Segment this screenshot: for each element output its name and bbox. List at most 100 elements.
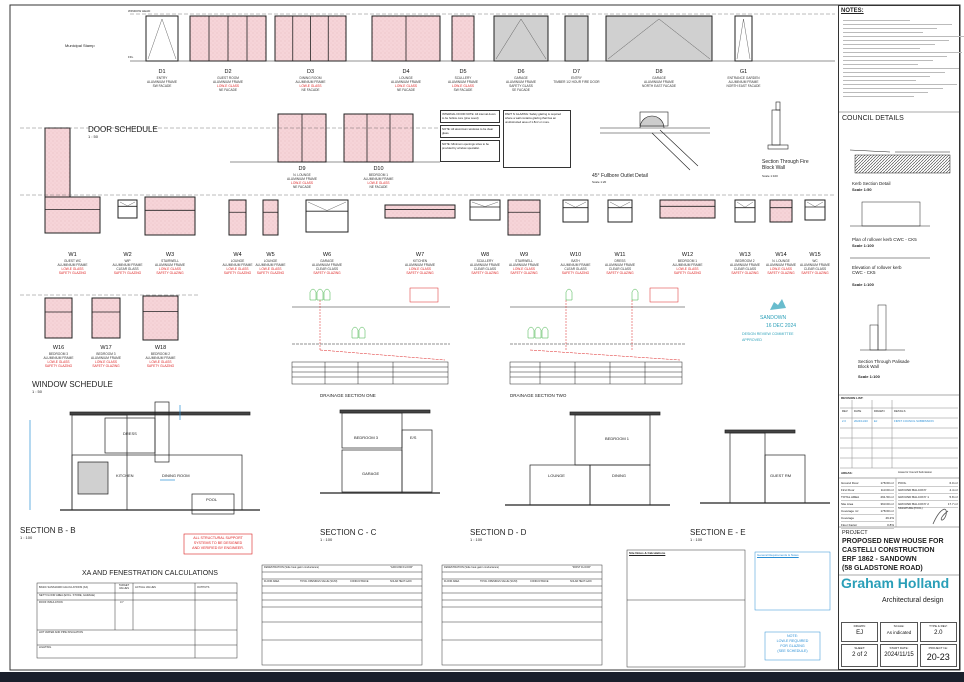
window-glass-spec: LOW-E GLASS — [61, 266, 84, 271]
ffl-label: FFL — [128, 55, 134, 59]
window-desc: BATH — [571, 258, 580, 263]
door-glass-spec: LOW-E GLASS — [395, 83, 417, 88]
window-head-label: WINDOW HEAD — [128, 9, 151, 13]
fen2-floor: "FIRST FLOOR" — [572, 566, 591, 569]
fullbore-scale: Scale 1:20 — [592, 180, 607, 184]
kerb-section-detail — [849, 149, 951, 174]
xa-header-actual: ACTUAL VALUES — [135, 586, 156, 589]
window-id: W14 — [775, 252, 787, 258]
rev-header: REV — [842, 409, 848, 413]
window-opening-indicator — [307, 201, 347, 211]
sheet-border — [9, 4, 961, 671]
project-label: PROJECT — [842, 530, 868, 536]
note-line — [843, 56, 948, 57]
section-d-title: SECTION D - D — [470, 528, 527, 537]
window-glass-spec: LOW-E GLASS — [226, 266, 249, 271]
window-facade: SAFETY GLAZING — [92, 363, 120, 368]
area-row-cell: Coverage — [841, 516, 855, 520]
revision-title: REVISION LIST: — [841, 396, 864, 400]
window-id: W10 — [569, 252, 582, 258]
note-line — [843, 92, 929, 93]
area-row-cell: 178.60 m² — [880, 481, 894, 485]
door-frame-g1 — [734, 15, 753, 62]
section-b-title: SECTION B - B — [20, 526, 76, 535]
area-row-cell: First Floor — [841, 488, 855, 492]
signature-mark — [932, 508, 949, 525]
section-d-d-drawing — [505, 411, 670, 506]
window-desc: WIP — [124, 258, 131, 263]
window-glass-spec: LOW-E GLASS — [676, 266, 699, 271]
door-id: D8 — [655, 69, 663, 75]
door-id: D3 — [306, 69, 315, 75]
window-desc: ALUMINIUM FRAME — [312, 262, 342, 267]
door-id: D10 — [373, 166, 384, 172]
window-id: W7 — [415, 252, 425, 258]
window-desc: N. LOUNGE — [772, 258, 790, 263]
door-glass-spec: LOW-E GLASS — [291, 180, 313, 185]
council-area-row-cell: 17.7 m² — [947, 502, 958, 506]
engineer-note-line: AND VERIFIED BY ENGINEER. — [192, 545, 244, 550]
window-desc: GARAGE — [320, 258, 334, 263]
opening-sizes-note: NOTE: Minimum openings sizes to be provi… — [440, 140, 500, 162]
info-label: SCALE: — [893, 624, 905, 628]
room-guest: GUEST RM — [770, 473, 792, 478]
areas-title: AREAS: — [841, 471, 853, 475]
kerb-scale: Scale 1:50 — [852, 187, 872, 192]
section-b-b-drawing — [29, 401, 260, 515]
signature-label: SIGNATURE (POOL) — [898, 507, 923, 510]
area-row-cell: Coverage m² — [841, 509, 859, 513]
window-desc: LOUNGE — [230, 258, 245, 263]
door-facade: NE FACADE — [396, 87, 416, 92]
glazing-note-line: FOR GLAZING — [780, 644, 805, 649]
window-desc: CLEAR GLASS — [564, 266, 587, 271]
window-opening-indicator — [609, 201, 631, 208]
fullbore-outlet-detail — [600, 111, 710, 171]
door-swing-indicator — [607, 18, 711, 60]
info-value: 2 of 2 — [852, 651, 868, 658]
drainage-section-one — [291, 287, 450, 385]
xa-header-basic: BASIC SANS10400 CALCULATIONS (XA) — [39, 586, 89, 589]
fen1-col: TOTAL OPENINGS VALUE (SC/M) — [300, 580, 338, 583]
door-desc: N. LOUNGE — [293, 172, 311, 177]
window-id: W8 — [480, 252, 490, 258]
bottom-bar — [0, 672, 964, 682]
info-cell: SHEET:2 of 2 — [841, 643, 879, 667]
room-bedroom-1: BEDROOM 1 — [605, 436, 630, 441]
window-frame-w9 — [507, 199, 541, 236]
general-notes-title: General Requirements & Notes — [757, 553, 799, 557]
area-row-cell: 178.60 m² — [880, 509, 894, 513]
area-row-cell: 363.00 m² — [880, 502, 894, 506]
info-value: EJ — [856, 630, 864, 636]
door-desc: NORTH EAST FACADE — [641, 83, 677, 88]
fen2-title: FENESTRATION (Side heat gain/ conductanc… — [444, 566, 500, 569]
fen1-col: CONDUCTANCE — [350, 580, 369, 583]
note-line — [843, 20, 911, 21]
rollover-kerb-plan — [850, 201, 930, 227]
window-schedule-scale: 1 : 50 — [32, 389, 43, 394]
part-n-glazing-note: PART N GLAZING: Safety glazing is requir… — [503, 110, 571, 168]
window-desc: CLEAR GLASS — [315, 266, 339, 271]
rev-cell: 2024/11/20 — [854, 419, 868, 423]
drainage-one-title: DRAINAGE SECTION ONE — [320, 393, 376, 398]
note-line — [843, 76, 931, 77]
window-desc: LOUNGE — [263, 258, 278, 263]
info-cell: TYPE & REV:2.0 — [919, 622, 957, 642]
window-facade: SAFETY GLAZING — [406, 270, 434, 275]
fullbore-title: 45° Fullbore Outlet Detail — [592, 173, 648, 179]
rev-cell: EJ — [874, 419, 878, 423]
fire-wall-title: Section Through Fire Block Wall — [762, 159, 809, 171]
window-desc: ALUMINIUM FRAME — [509, 262, 539, 267]
room-bedroom-3: BEDROOM 3 — [354, 435, 379, 440]
notes-body — [843, 17, 964, 100]
room-kitchen: KITCHEN — [116, 473, 134, 478]
